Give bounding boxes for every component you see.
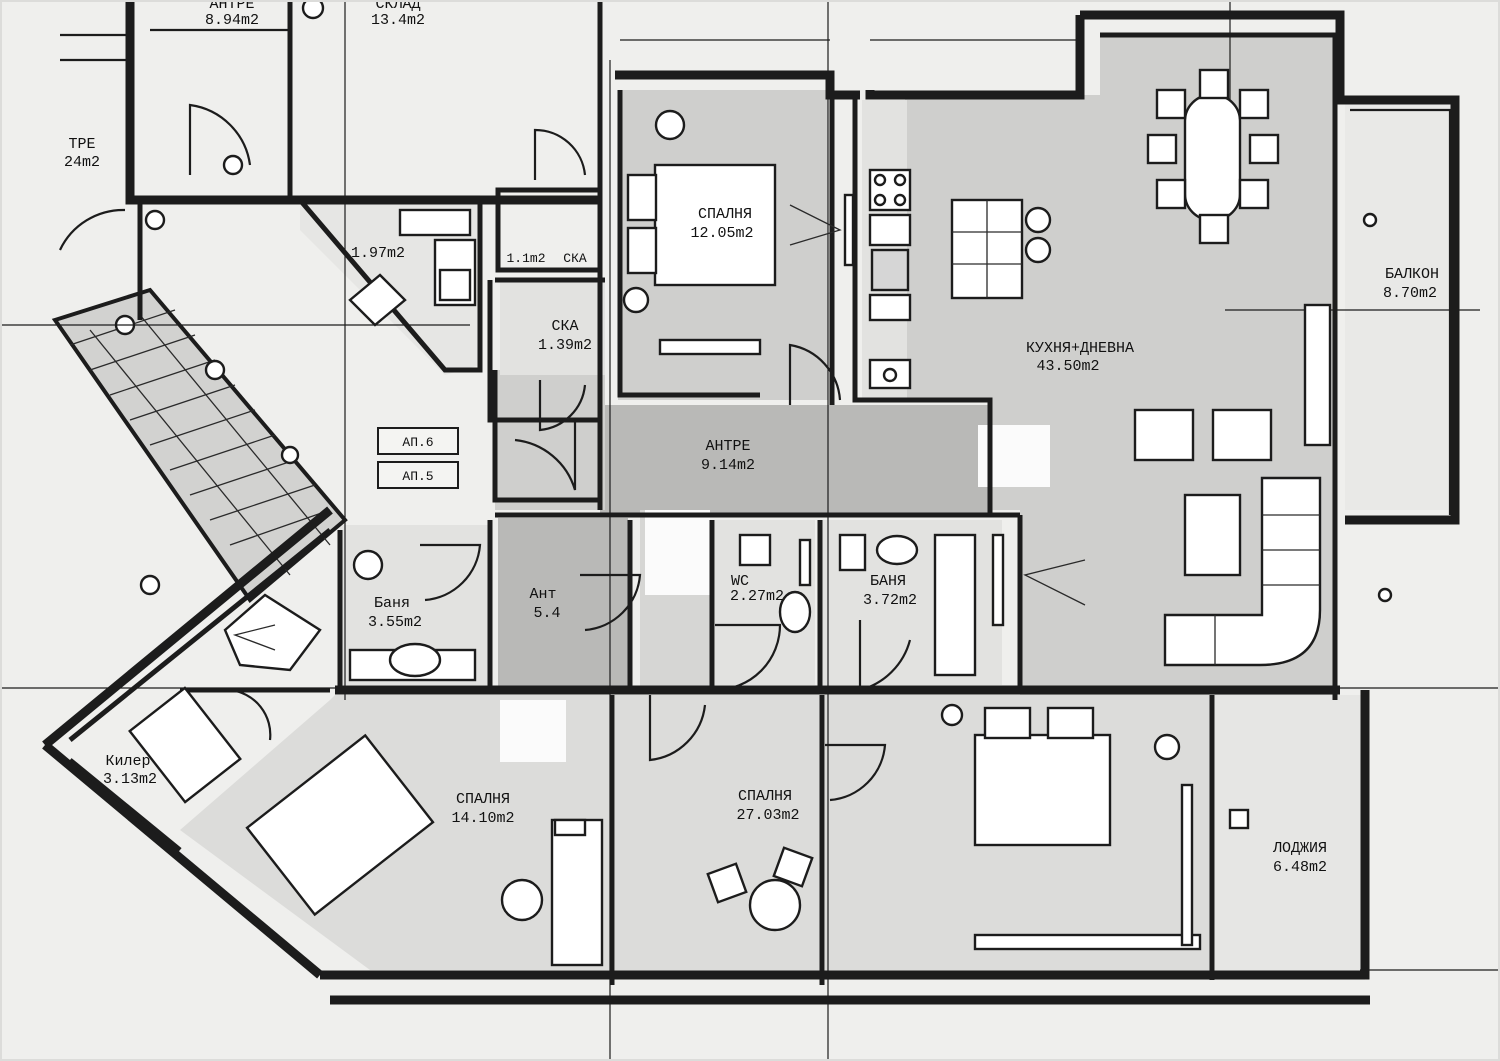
room-name: ТРЕ xyxy=(68,136,95,153)
room-name: БАЛКОН xyxy=(1385,266,1439,283)
room-name: АНТРЕ xyxy=(705,438,750,455)
sink-icon xyxy=(875,534,919,566)
tag-ap6: АП.6 xyxy=(402,435,433,450)
bathtub-icon xyxy=(933,533,977,677)
room-area: 6.48m2 xyxy=(1273,859,1327,876)
room-area: 1.1m2 xyxy=(506,251,545,266)
room-name: СПАЛНЯ xyxy=(698,206,752,223)
room-area: 9.14m2 xyxy=(701,457,755,474)
walls xyxy=(42,0,1460,1005)
room-name: Килер xyxy=(105,753,150,770)
room-name: АНТРЕ xyxy=(209,0,254,13)
tag-ap5: АП.5 xyxy=(402,469,433,484)
room-area: 8.94m2 xyxy=(205,12,259,29)
table-icon xyxy=(950,198,1052,300)
doors xyxy=(59,103,912,802)
room-area: 3.55m2 xyxy=(368,614,422,631)
apartment-tags: АП.6 АП.5 xyxy=(377,427,459,489)
toilet-icon xyxy=(778,590,812,634)
room-area: 14.10m2 xyxy=(451,810,514,827)
room-area: 3.72m2 xyxy=(863,592,917,609)
room-name: СКА xyxy=(551,318,578,335)
room-area: 8.70m2 xyxy=(1383,285,1437,302)
round-table-icon xyxy=(706,846,814,932)
room-area: 43.50m2 xyxy=(1036,358,1099,375)
bed-icon xyxy=(653,163,777,287)
room-name: WC xyxy=(731,573,749,590)
room-labels: АНТРЕ 8.94m2 СКЛАД 13.4m2 ТРЕ 24m2 1.97m… xyxy=(64,0,1439,876)
furniture xyxy=(128,0,1393,967)
room-name: СКЛАД xyxy=(375,0,420,13)
room-area: 12.05m2 xyxy=(690,225,753,242)
shower-icon xyxy=(223,593,322,672)
armchair-icon xyxy=(1133,408,1195,462)
room-name: ЛОДЖИЯ xyxy=(1272,840,1327,857)
room-name: СПАЛНЯ xyxy=(738,788,792,805)
room-area: 27.03m2 xyxy=(736,807,799,824)
desk-icon xyxy=(550,818,604,967)
room-area: 13.4m2 xyxy=(371,12,425,29)
room-area: 2.27m2 xyxy=(730,588,784,605)
room-name: Ант xyxy=(529,586,556,603)
armchair-icon xyxy=(1211,408,1273,462)
bed-icon xyxy=(245,733,435,917)
sofa-icon xyxy=(1163,476,1322,667)
room-name: БАНЯ xyxy=(870,573,906,590)
room-name: СПАЛНЯ xyxy=(456,791,510,808)
room-name: Баня xyxy=(374,595,410,612)
coffee-table-icon xyxy=(1183,493,1242,577)
room-area: 1.97m2 xyxy=(351,245,405,262)
bed-icon xyxy=(973,733,1112,847)
room-name: СКА xyxy=(563,251,587,266)
room-area: 1.39m2 xyxy=(538,337,592,354)
dining-table-icon xyxy=(1146,68,1280,245)
room-area: 24m2 xyxy=(64,154,100,171)
room-name: КУХНЯ+ДНЕВНА xyxy=(1026,340,1134,357)
room-area: 5.4 xyxy=(533,605,560,622)
room-area: 3.13m2 xyxy=(103,771,157,788)
